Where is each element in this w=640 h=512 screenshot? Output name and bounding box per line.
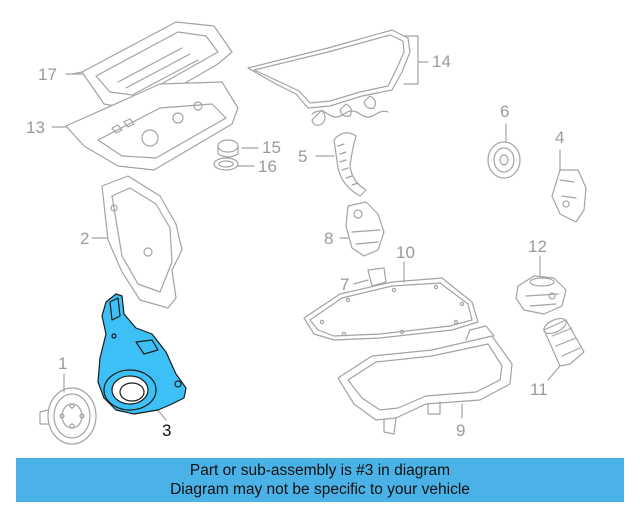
part-label-2[interactable]: 2 bbox=[80, 229, 90, 248]
oil-pan-gasket bbox=[303, 277, 479, 341]
oil-pan bbox=[337, 325, 513, 435]
part-label-16[interactable]: 16 bbox=[258, 157, 277, 176]
crankshaft-pulley bbox=[39, 387, 97, 445]
part-label-10[interactable]: 10 bbox=[396, 243, 415, 262]
part-label-5[interactable]: 5 bbox=[298, 147, 308, 166]
valve-cover-body bbox=[65, 81, 239, 171]
part-label-12[interactable]: 12 bbox=[528, 237, 547, 256]
oil-filter-housing bbox=[515, 275, 567, 315]
part-label-11[interactable]: 11 bbox=[530, 380, 548, 399]
part-label-17[interactable]: 17 bbox=[38, 65, 57, 84]
part-label-13[interactable]: 13 bbox=[26, 118, 45, 137]
part-label-1[interactable]: 1 bbox=[58, 354, 68, 373]
info-banner: Part or sub-assembly is #3 in diagram Di… bbox=[16, 458, 624, 502]
oil-filter bbox=[543, 317, 585, 367]
part-label-9[interactable]: 9 bbox=[456, 421, 466, 440]
part-label-4[interactable]: 4 bbox=[555, 128, 565, 147]
valve-cover-top bbox=[71, 21, 233, 111]
oil-filler-cap bbox=[213, 139, 239, 171]
lower-timing-cover bbox=[97, 293, 187, 415]
upper-timing-cover bbox=[101, 175, 183, 309]
part-label-7[interactable]: 7 bbox=[340, 275, 350, 294]
part-label-8[interactable]: 8 bbox=[324, 229, 334, 248]
part-label-15[interactable]: 15 bbox=[262, 138, 281, 157]
idler-pulley bbox=[487, 141, 521, 179]
oil-pickup-tube bbox=[367, 267, 387, 287]
valve-cover-gasket bbox=[247, 29, 411, 126]
oil-pump bbox=[345, 201, 385, 257]
parts-diagram bbox=[39, 21, 587, 445]
banner-line-1: Part or sub-assembly is #3 in diagram bbox=[189, 462, 451, 479]
part-label-6[interactable]: 6 bbox=[500, 102, 510, 121]
timing-belt bbox=[333, 132, 367, 197]
banner-line-2: Diagram may not be specific to your vehi… bbox=[170, 481, 470, 498]
tensioner-bracket bbox=[551, 169, 587, 223]
part-label-14[interactable]: 14 bbox=[432, 52, 451, 71]
part-label-3[interactable]: 3 bbox=[162, 421, 172, 440]
leader-lines bbox=[51, 35, 561, 421]
